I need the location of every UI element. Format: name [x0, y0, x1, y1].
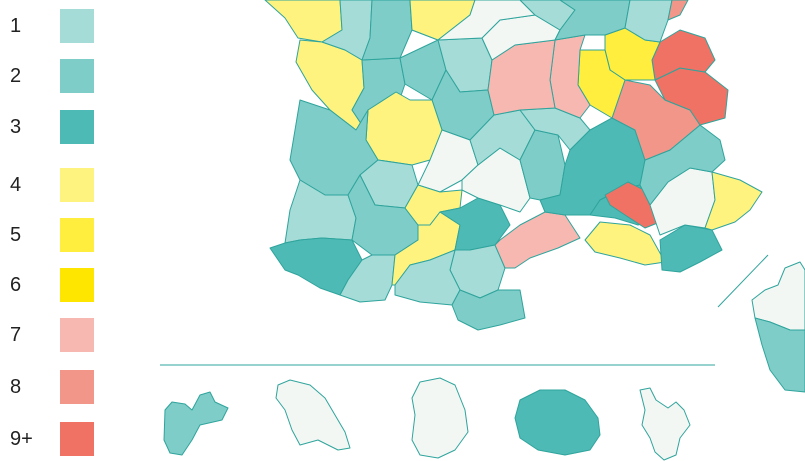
guyane-region[interactable]	[411, 377, 469, 459]
map-region[interactable]	[659, 224, 723, 273]
legend-label: 7	[10, 324, 22, 346]
legend-swatch	[60, 422, 94, 456]
legend-item-2: 2	[0, 56, 110, 96]
legend-swatch	[60, 59, 94, 93]
map-region[interactable]	[451, 289, 526, 331]
legend-label: 3	[10, 116, 22, 138]
legend-label: 9+	[10, 428, 33, 450]
legend-label: 1	[10, 15, 22, 37]
legend-swatch	[60, 9, 94, 43]
legend-item-6: 6	[0, 265, 110, 305]
legend: 1 2 3 4 5 6 7 8 9+	[0, 0, 110, 461]
legend-item-4: 4	[0, 165, 110, 205]
map-region[interactable]	[264, 0, 343, 43]
legend-swatch	[60, 218, 94, 252]
martinique-region[interactable]	[275, 379, 351, 451]
mayotte-region[interactable]	[639, 387, 691, 461]
legend-item-8: 8	[0, 367, 110, 407]
legend-item-9plus: 9+	[0, 419, 110, 459]
map-region[interactable]	[437, 0, 536, 41]
legend-label: 8	[10, 376, 22, 398]
legend-label: 2	[10, 65, 22, 87]
legend-item-5: 5	[0, 215, 110, 255]
map-region[interactable]	[754, 317, 805, 393]
reunion-region[interactable]	[514, 389, 601, 456]
legend-swatch	[60, 318, 94, 352]
legend-swatch	[60, 168, 94, 202]
legend-swatch	[60, 268, 94, 302]
map-region[interactable]	[494, 211, 581, 269]
legend-item-1: 1	[0, 6, 110, 46]
legend-item-3: 3	[0, 107, 110, 147]
legend-swatch	[60, 110, 94, 144]
legend-label: 5	[10, 224, 22, 246]
corsica-separator	[717, 254, 769, 308]
legend-label: 4	[10, 174, 22, 196]
map-region[interactable]	[339, 254, 396, 303]
map-region[interactable]	[704, 171, 763, 231]
guadeloupe-region[interactable]	[163, 391, 229, 456]
legend-item-7: 7	[0, 315, 110, 355]
map-region[interactable]	[584, 221, 666, 266]
legend-label: 6	[10, 274, 22, 296]
legend-swatch	[60, 370, 94, 404]
map-region[interactable]	[624, 0, 673, 43]
map-region[interactable]	[667, 0, 689, 21]
